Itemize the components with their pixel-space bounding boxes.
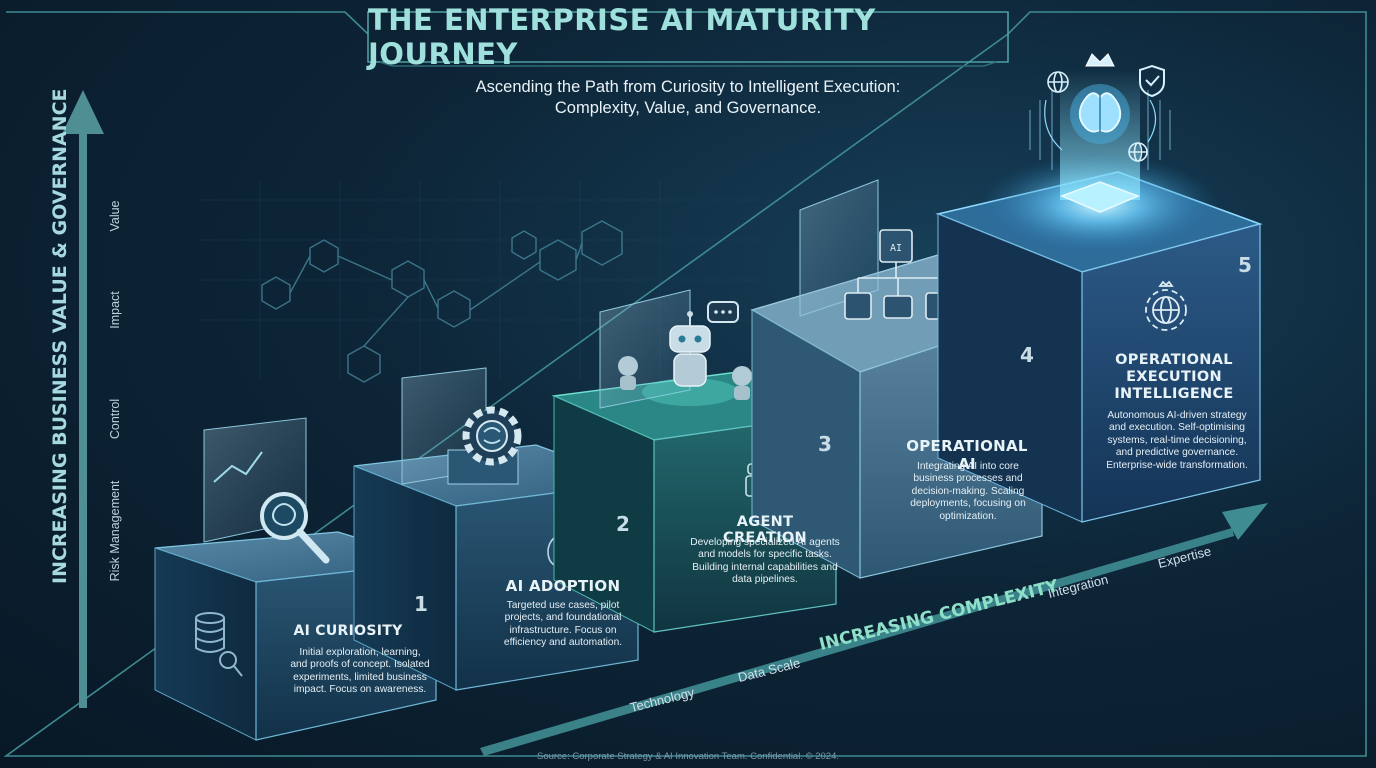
stage-1-title: AI CURIOSITY	[293, 623, 403, 639]
magnifier-brain-icon	[260, 492, 330, 564]
stage-block-3	[551, 289, 839, 633]
stage-3-number: 3	[818, 432, 832, 456]
stage-5-title: OPERATIONAL EXECUTION INTELLIGENCE	[1104, 352, 1244, 403]
speech-bubble-icon	[707, 301, 739, 323]
stage-4-title: OPERATIONAL AI	[906, 437, 1028, 473]
crown-icon	[1085, 53, 1115, 67]
footer-source: Source: Corporate Strategy & AI Innovati…	[536, 751, 840, 762]
page-title: THE ENTERPRISE AI MATURITY JOURNEY	[368, 3, 876, 71]
stage-4-number: 4	[1020, 343, 1034, 367]
globe-icon	[1047, 71, 1148, 162]
stage-5-number: 5	[1238, 253, 1252, 277]
subtitle-line-2: Complexity, Value, and Governance.	[554, 99, 822, 117]
globe-gear-icon	[1145, 280, 1187, 331]
stage-5-description: Autonomous AI-driven strategy and execut…	[1106, 410, 1248, 471]
y-tick-risk-management: Risk Management	[108, 480, 122, 582]
y-axis-title: INCREASING BUSINESS VALUE & GOVERNANCE	[49, 88, 71, 584]
stage-5-title-line-3: INTELLIGENCE	[1114, 386, 1234, 402]
shield-check-icon	[1139, 64, 1165, 98]
stage-2-title: AI ADOPTION	[505, 577, 621, 595]
stage-3-description: Developing specialized AI agents and mod…	[690, 537, 840, 586]
gear-brain-icon	[462, 406, 522, 466]
svg-text:AI: AI	[890, 243, 902, 254]
stage-2-number: 2	[616, 512, 630, 536]
hexagon-network	[261, 220, 623, 383]
grid-lines	[200, 180, 760, 380]
stage-2-description: Targeted use cases, pilot projects, and …	[503, 600, 623, 649]
stage-1-description: Initial exploration, learning, and proof…	[290, 647, 430, 696]
stage-4-description: Integrating AI into core business proces…	[910, 461, 1026, 522]
stage-5-title-line-2: EXECUTION	[1126, 369, 1222, 385]
stage-block-5	[935, 53, 1263, 523]
stage-1-number: 1	[414, 592, 428, 616]
glowing-brain-icon	[1070, 84, 1130, 144]
robot-icon	[618, 311, 752, 400]
x-axis-arrow	[480, 503, 1268, 756]
title-banner: THE ENTERPRISE AI MATURITY JOURNEY	[368, 3, 1006, 71]
stage-5-title-line-1: OPERATIONAL	[1115, 352, 1233, 368]
subtitle-line-1: Ascending the Path from Curiosity to Int…	[475, 78, 901, 96]
y-axis-arrow	[62, 90, 104, 708]
database-icon	[195, 612, 243, 677]
stage-3-title: AGENT CREATION	[723, 514, 807, 546]
subtitle: Ascending the Path from Curiosity to Int…	[380, 77, 996, 119]
ai-chip-icon: AI	[890, 243, 902, 254]
